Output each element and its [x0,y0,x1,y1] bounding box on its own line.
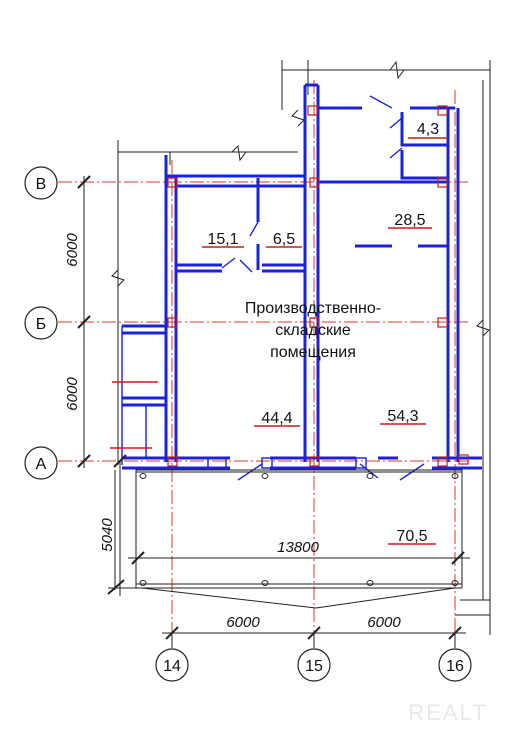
axis-label-col-15: 15 [305,658,323,675]
room-area-label: 44,4 [261,410,292,427]
dim-col-1415: 6000 [226,614,260,631]
plan-title-line-3: помещения [270,344,356,361]
dim-col-1516: 6000 [367,614,401,631]
column-markers [167,105,469,467]
room-area-label: 70,5 [396,528,427,545]
plan-title-line-1: Производственно- [245,300,381,317]
axis-label-row-b: Б [36,316,47,333]
walls [121,83,482,481]
axis-bubble-row-v: В [24,166,58,200]
room-underlines [110,137,448,545]
axis-lines [58,80,470,645]
axis-label-row-v: В [36,176,47,193]
axis-bubble-col-15: 15 [297,633,331,682]
axis-label-row-a: А [36,456,47,473]
room-area-label: 15,1 [207,231,238,248]
axis-bubble-row-b: Б [24,306,58,340]
context-lines [111,60,491,635]
canopy [135,469,463,609]
room-area-label: 28,5 [394,212,425,229]
dim-row-ab: 6000 [64,377,81,411]
room-area-label: 4,3 [417,121,439,138]
axis-bubble-col-16: 16 [438,633,472,682]
dim-canopy-depth: 5040 [99,518,116,552]
room-area-label: 6,5 [273,231,295,248]
room-area-label: 54,3 [387,408,418,425]
dim-canopy-length: 13800 [277,539,319,556]
axis-label-col-14: 14 [163,658,181,675]
watermark-logo: REALT [408,700,487,725]
plan-title-line-2: складские [275,322,351,339]
axis-bubble-col-14: 14 [155,633,189,682]
axis-bubble-row-a: А [24,446,58,480]
dim-row-bc: 6000 [64,233,81,267]
axis-label-col-16: 16 [446,658,464,675]
